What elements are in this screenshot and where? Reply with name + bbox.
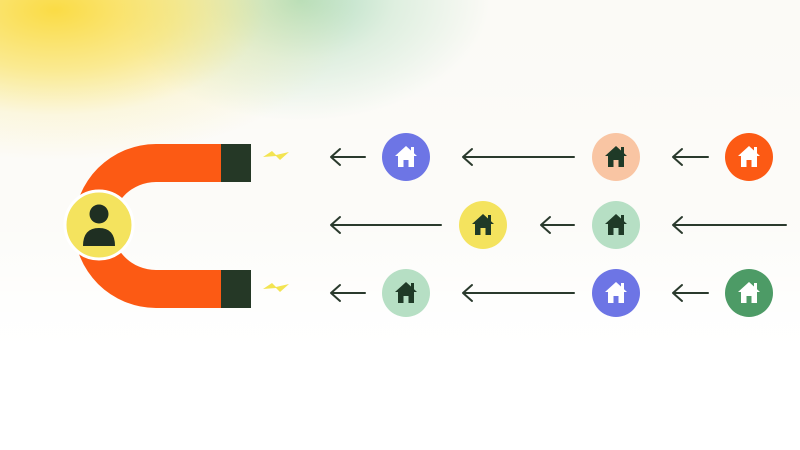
house-icon bbox=[382, 133, 430, 181]
magnet-body bbox=[74, 144, 221, 308]
arrow-left-icon bbox=[672, 216, 787, 234]
arrow-left-icon bbox=[462, 284, 575, 302]
arrow-left-icon bbox=[672, 148, 709, 166]
flow-row-1 bbox=[330, 133, 773, 181]
house-icon bbox=[725, 133, 773, 181]
arrow-left-icon bbox=[540, 216, 575, 234]
house-icon bbox=[592, 201, 640, 249]
arrow-left-icon bbox=[330, 216, 442, 234]
arrow-left-icon bbox=[672, 284, 709, 302]
flow-row-3 bbox=[330, 269, 773, 317]
arrow-left-icon bbox=[330, 284, 366, 302]
house-icon bbox=[592, 269, 640, 317]
house-icon bbox=[382, 269, 430, 317]
arrow-left-icon bbox=[330, 148, 366, 166]
house-icon bbox=[725, 269, 773, 317]
flow-layer bbox=[330, 133, 787, 317]
house-icon bbox=[459, 201, 507, 249]
user-avatar-icon bbox=[63, 189, 135, 261]
lightning-spark-icon bbox=[263, 283, 289, 292]
house-icon bbox=[592, 133, 640, 181]
magnet-icon bbox=[74, 144, 251, 308]
lightning-spark-icon bbox=[263, 151, 289, 160]
magnet-tip-bottom bbox=[221, 270, 251, 308]
magnet-tip-top bbox=[221, 144, 251, 182]
flow-row-2 bbox=[330, 201, 787, 249]
arrow-left-icon bbox=[462, 148, 575, 166]
